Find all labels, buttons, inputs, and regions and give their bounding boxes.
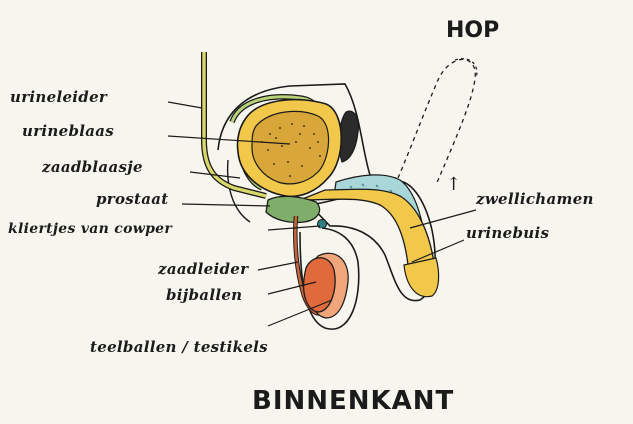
label-urinebuis: urinebuis [466,226,549,241]
label-bijballen: bijballen [166,288,242,303]
label-urineblaas: urineblaas [22,124,114,139]
cowper-gland [318,220,327,229]
label-zaadleider: zaadleider [158,262,248,277]
title-binnenkant: BINNENKANT [252,388,454,414]
leader-zaadleider [258,262,298,270]
label-klieren: kliertjes van cowper [8,222,172,236]
bladder-inner [252,111,329,183]
label-teelballen: teelballen / testikels [90,340,268,355]
title-hop: HOP [446,20,499,42]
prostate [266,196,320,222]
label-zaadblaasje: zaadblaasje [42,160,143,175]
pubic-bone [339,111,358,162]
label-prostaat: prostaat [96,192,169,207]
erect-outline [398,59,475,185]
leader-prostaat [182,204,270,206]
label-zwellichamen: zwellichamen [476,192,594,207]
leader-urineleider [168,102,202,108]
arrow-icon: ↑ [446,176,461,194]
erect-outline-tip [455,59,477,78]
label-urineleider: urineleider [10,90,107,105]
